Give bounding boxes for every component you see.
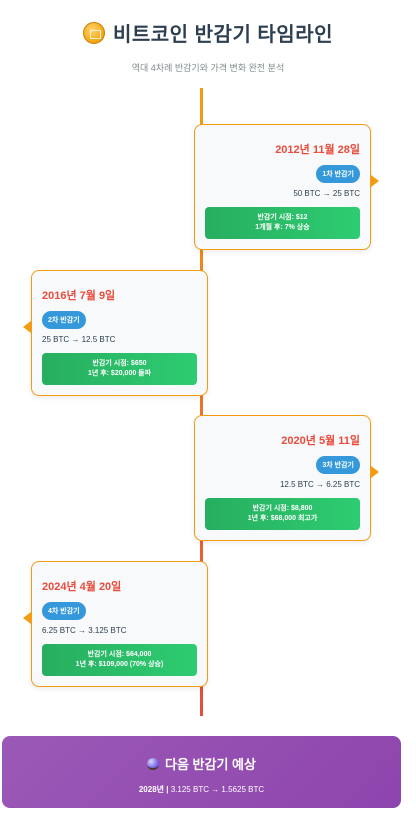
halving-badge: 2차 반감기 [42, 311, 86, 329]
halving-badge: 3차 반감기 [316, 456, 360, 474]
halving-date: 2012년 11월 28일 [275, 144, 360, 156]
next-halving-panel: 다음 반감기 예상 2028년 | 3.125 BTC → 1.5625 BTC [2, 736, 401, 808]
block-reward: 12.5 BTC → 6.25 BTC [279, 480, 360, 489]
halving-date: 2024년 4월 20일 [42, 581, 122, 593]
arrow-icon [371, 175, 379, 187]
block-reward: 50 BTC → 25 BTC [293, 189, 360, 198]
price-at-halving: 반감기 시점: $64,000 [87, 651, 152, 658]
halving-date: 2016년 7월 9일 [42, 290, 116, 302]
arrow-icon [371, 466, 379, 478]
price-box: 반감기 시점: $64,000 1년 후: $109,000 (70% 상승) [42, 644, 197, 676]
halving-card-2: 2016년 7월 9일 2차 반감기 25 BTC → 12.5 BTC 반감기… [23, 270, 208, 396]
next-halving-title: 다음 반감기 예상 [165, 757, 256, 772]
crystal-ball-icon [147, 757, 160, 770]
block-reward: 25 BTC → 12.5 BTC [42, 335, 116, 344]
header: 비트코인 반감기 타임라인 역대 4차례 반감기와 가격 변화 완전 분석 [0, 18, 416, 74]
arrow-icon [23, 612, 31, 624]
price-after: 1년 후: $68,000 최고가 [247, 515, 318, 522]
price-at-halving: 반감기 시점: $8,800 [252, 505, 313, 512]
price-at-halving: 반감기 시점: $12 [257, 214, 308, 221]
halving-date: 2020년 5월 11일 [281, 435, 360, 447]
title-row: 비트코인 반감기 타임라인 [0, 18, 416, 47]
price-box: 반감기 시점: $8,800 1년 후: $68,000 최고가 [205, 498, 360, 530]
timeline-line [200, 88, 203, 716]
block-reward: 6.25 BTC → 3.125 BTC [42, 626, 127, 635]
next-halving-year: 2028년 [138, 785, 165, 794]
next-halving-reward: 3.125 BTC → 1.5625 BTC [170, 785, 265, 794]
next-halving-detail: 2028년 | 3.125 BTC → 1.5625 BTC [2, 784, 401, 795]
page-title: 비트코인 반감기 타임라인 [112, 24, 333, 46]
halving-badge: 1차 반감기 [316, 165, 360, 183]
price-after: 1개월 후: 7% 상승 [255, 224, 310, 231]
halving-card-3: 2020년 5월 11일 3차 반감기 12.5 BTC → 6.25 BTC … [194, 415, 379, 541]
price-at-halving: 반감기 시점: $650 [92, 360, 147, 367]
price-box: 반감기 시점: $12 1개월 후: 7% 상승 [205, 207, 360, 239]
halving-card-1: 2012년 11월 28일 1차 반감기 50 BTC → 25 BTC 반감기… [194, 124, 379, 250]
next-halving-title-row: 다음 반감기 예상 [2, 754, 401, 773]
separator: | [166, 785, 171, 794]
coin-icon [82, 21, 105, 44]
arrow-icon [23, 321, 31, 333]
halving-card-4: 2024년 4월 20일 4차 반감기 6.25 BTC → 3.125 BTC… [23, 561, 208, 687]
price-after: 1년 후: $20,000 돌파 [87, 370, 152, 377]
halving-badge: 4차 반감기 [42, 602, 86, 620]
page-subtitle: 역대 4차례 반감기와 가격 변화 완전 분석 [131, 63, 285, 73]
price-box: 반감기 시점: $650 1년 후: $20,000 돌파 [42, 353, 197, 385]
price-after: 1년 후: $109,000 (70% 상승) [75, 661, 164, 668]
